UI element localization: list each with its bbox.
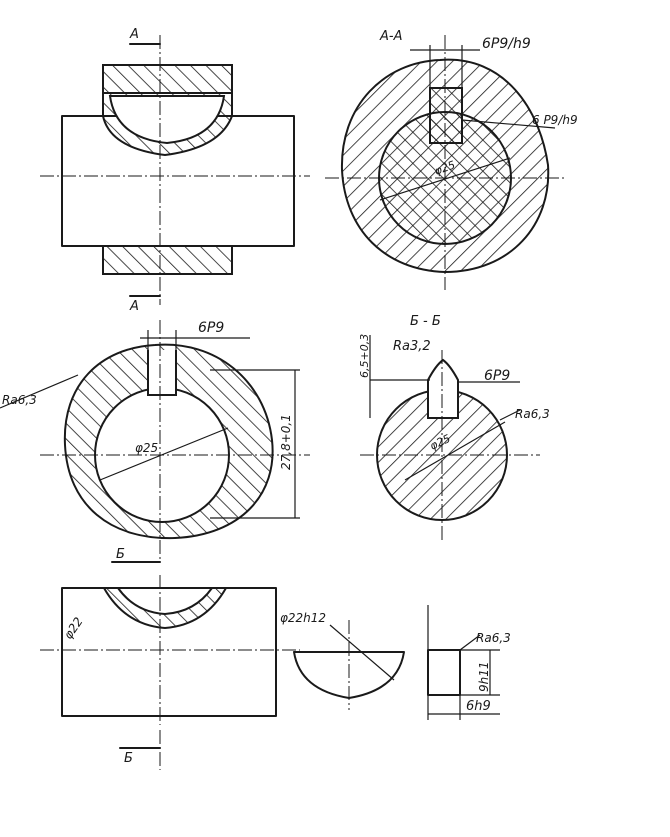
segment-key-view: φ22h12 (280, 611, 405, 710)
aa-fit-side-label: 6 P9/h9 (532, 113, 578, 127)
section-bb-title: Б - Б (410, 314, 441, 329)
aa-fit-top-label: 6P9/h9 (482, 36, 531, 52)
bb-key-protrusion (427, 358, 459, 419)
section-label-a-bottom: A (129, 299, 139, 314)
key-roughness-leader (459, 634, 481, 651)
bb-roughness-leader (499, 409, 521, 421)
hub-roughness-leader (0, 374, 79, 409)
keyseat-inner (116, 587, 214, 616)
section-label-b-bottom: Б (124, 751, 133, 766)
key-roughness-label: Ra6,3 (476, 631, 511, 645)
hub-diameter-label: φ25 (135, 441, 158, 455)
key-diameter-line (329, 624, 395, 681)
hub-keyway-slot (147, 350, 177, 396)
key-diameter-label: φ22h12 (280, 611, 326, 625)
segment-key (108, 95, 226, 145)
bb-depth-label: 6,5+0,3 (358, 334, 371, 378)
section-bb-view: Б - Б 6,5+0,3 Ra3,2 6P9 Ra6,3 φ25 (358, 314, 550, 540)
bb-slot-width-label: 6P9 (484, 368, 510, 384)
keyseat-diameter-label: φ22 (61, 615, 86, 642)
section-aa-title: A-A (379, 29, 402, 44)
hub-bottom-section (102, 245, 233, 275)
hub-slot-width-label: 6P9 (198, 320, 224, 336)
hub-view: 6P9 Ra6,3 φ25 27,8+0,1 Б Б (0, 320, 310, 770)
key-width-label: 6h9 (466, 699, 491, 714)
aa-diameter-line (379, 157, 511, 201)
key-height-label: 9h11 (477, 661, 491, 692)
bb-roughness-side-label: Ra6,3 (515, 407, 550, 421)
hub-roughness-label: Ra6,3 (2, 393, 37, 407)
section-label-b-top: Б (116, 547, 125, 562)
shaft-hub-assembly-view: A A (40, 27, 310, 314)
hub-height-label: 27,8+0,1 (279, 414, 293, 470)
bb-roughness-top-label: Ra3,2 (393, 339, 431, 354)
key-side-view: Ra6,3 9h11 6h9 (427, 605, 511, 720)
section-label-a-top: A (129, 27, 139, 42)
bb-diameter-line (404, 421, 506, 481)
key-side-rect (427, 649, 461, 696)
section-aa-view: A-A 6P9/h9 6 P9/h9 φ25 (325, 29, 578, 290)
hub-diameter-line (99, 427, 229, 481)
hub-top-section (102, 64, 233, 94)
shaft-keyseat-view: φ22 (40, 575, 300, 725)
key-cross-section (429, 87, 463, 144)
aa-side-leader (461, 119, 556, 129)
